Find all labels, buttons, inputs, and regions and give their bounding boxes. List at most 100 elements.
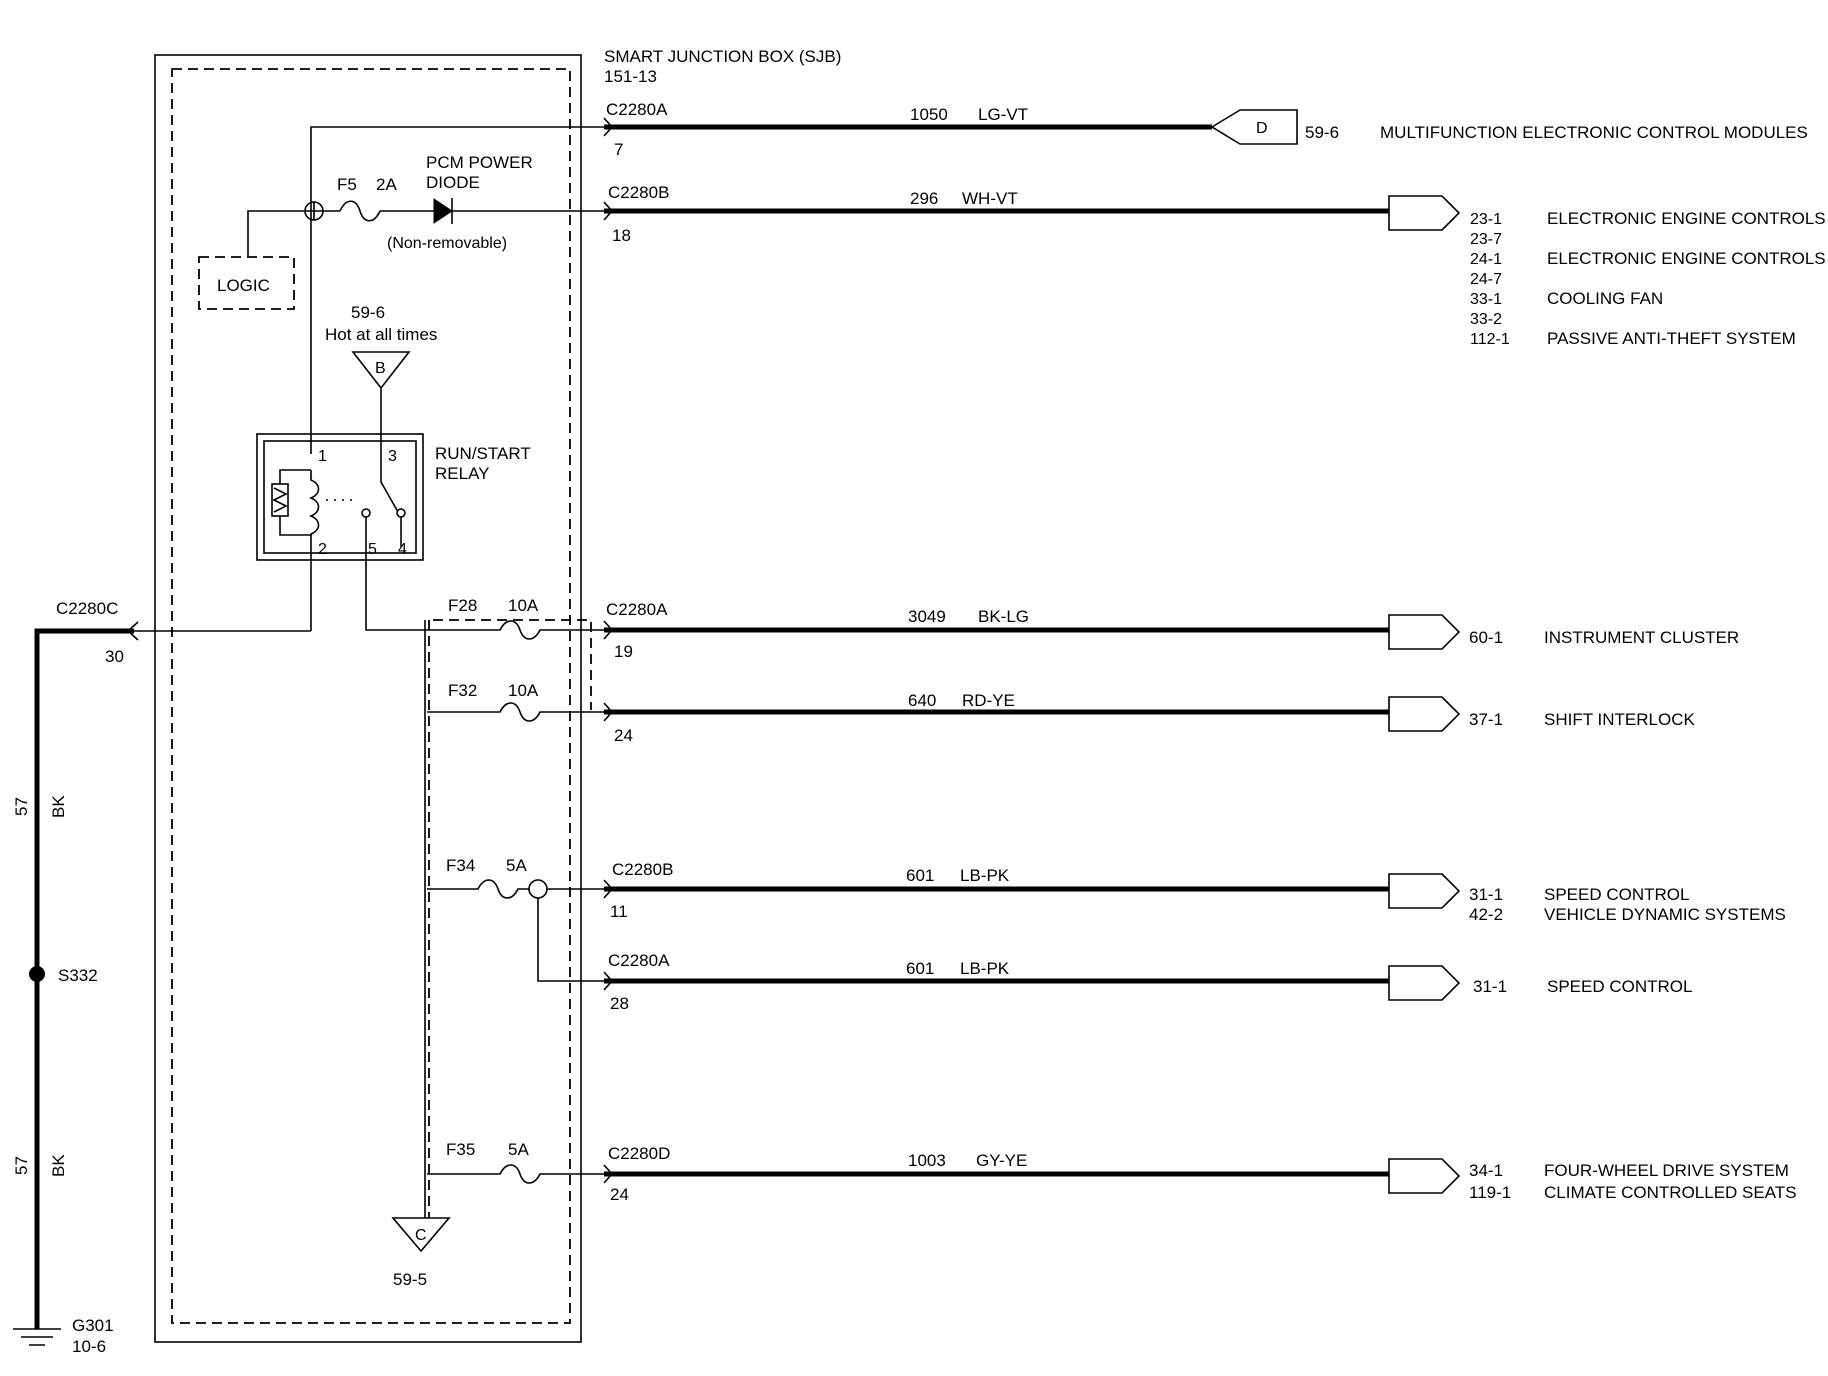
dest-connector-601-b: [1388, 965, 1461, 1001]
connector-arrow-c2280a-28: [603, 971, 614, 991]
relay-pin1-up-wire: [310, 126, 604, 454]
ground-symbol: [13, 1328, 61, 1346]
circuit-1003: 1003: [908, 1151, 946, 1170]
dest-tag-d: [1210, 109, 1298, 145]
dest-ref-112-1: 112-1: [1470, 331, 1510, 348]
ground-color-bk-b: BK: [49, 1154, 68, 1177]
relay-coil-symbol: [308, 470, 320, 547]
relay-contact-5: [361, 508, 371, 518]
circuit-296: 296: [910, 189, 938, 208]
dest-ref-42-2: 42-2: [1469, 905, 1503, 924]
dest-pats: PASSIVE ANTI-THEFT SYSTEM: [1547, 329, 1796, 348]
logic-label: LOGIC: [217, 276, 270, 295]
dest-ref-23-1: 23-1: [1470, 211, 1502, 228]
pcm-diode-symbol: [433, 198, 453, 224]
f28-rating: 10A: [508, 596, 539, 615]
dest-4wd: FOUR-WHEEL DRIVE SYSTEM: [1544, 1161, 1789, 1180]
connector-arrow-c2280b-11: [603, 879, 614, 899]
pin-19: 19: [614, 642, 633, 661]
circuit-601-b: 601: [906, 959, 934, 978]
dest-ref-31-1-b: 31-1: [1473, 977, 1507, 996]
logic-box: [198, 256, 295, 310]
dest-instrument-cluster: INSTRUMENT CLUSTER: [1544, 628, 1739, 647]
f32-id: F32: [448, 681, 477, 700]
conn-c2280a-19: C2280A: [606, 600, 668, 619]
color-lb-pk-a: LB-PK: [960, 866, 1010, 885]
dest-cooling-fan: COOLING FAN: [1547, 289, 1663, 308]
dest-ref-34-1: 34-1: [1469, 1161, 1503, 1180]
dest-ref-33-1: 33-1: [1470, 291, 1502, 308]
f34-branch-wire: [537, 898, 604, 982]
relay-pin-4: 4: [398, 541, 407, 558]
bottom-tag-triangle: [391, 1217, 451, 1253]
dest-ref-60-1: 60-1: [1469, 628, 1503, 647]
f32-fuse-wire: [427, 702, 604, 722]
pin-24-a: 24: [614, 726, 633, 745]
relay-box-outer: [256, 433, 424, 561]
relay-pin5-output-wire: [365, 517, 427, 631]
sjb-outer-box: [154, 54, 582, 1343]
ground-color-bk-a: BK: [49, 795, 68, 818]
ground-ref: 10-6: [72, 1337, 106, 1356]
ground-circuit-57-a: 57: [12, 797, 31, 816]
dest-ref-59-6: 59-6: [1305, 123, 1339, 142]
connector-arrow-c2280a-7: [603, 117, 614, 137]
dest-vehicle-dynamic: VEHICLE DYNAMIC SYSTEMS: [1544, 905, 1786, 924]
circuit-1050: 1050: [910, 105, 948, 124]
sjb-ref: 151-13: [604, 67, 657, 86]
relay-box-inner: [263, 440, 417, 554]
f32-rating: 10A: [508, 681, 539, 700]
dest-tag-d-letter: D: [1256, 120, 1268, 137]
conn-c2280a-28: C2280A: [608, 951, 670, 970]
color-rd-ye: RD-YE: [962, 691, 1015, 710]
conn-c2280b-11: C2280B: [612, 860, 673, 879]
wire-57-bk: [34, 628, 134, 1329]
dest-connector-3049: [1388, 614, 1461, 650]
dest-eec-1: ELECTRONIC ENGINE CONTROLS: [1547, 209, 1826, 228]
connector-arrow-c2280d-24: [603, 1164, 614, 1184]
dest-ref-33-2: 33-2: [1470, 311, 1502, 328]
pin-28: 28: [610, 994, 629, 1013]
logic-feed-wire: [247, 210, 306, 257]
relay-pin-1: 1: [318, 448, 327, 465]
f35-rating: 5A: [508, 1140, 529, 1159]
relay-label-2: RELAY: [435, 464, 490, 483]
hot-ref: 59-6: [351, 303, 385, 322]
connector-arrow-c2280c-30: [126, 621, 139, 641]
hot-tag-triangle: [351, 351, 411, 390]
f28-id: F28: [448, 596, 477, 615]
fuse-bus-dashed-top: [433, 619, 592, 710]
dest-ref-119-1: 119-1: [1469, 1183, 1511, 1202]
f34-junction-circle: [528, 879, 548, 899]
circuit-601-a: 601: [906, 866, 934, 885]
relay-label-1: RUN/START: [435, 444, 531, 463]
relay-pin-2: 2: [318, 541, 327, 558]
dest-ref-24-1: 24-1: [1470, 251, 1502, 268]
color-bk-lg: BK-LG: [978, 607, 1029, 626]
relay-switch-arm: [380, 470, 399, 513]
f28-fuse-wire: [427, 620, 604, 640]
f5-id: F5: [337, 175, 357, 194]
dest-ref-31-1-a: 31-1: [1469, 885, 1503, 904]
dest-climate-seats: CLIMATE CONTROLLED SEATS: [1544, 1183, 1797, 1202]
color-lb-pk-b: LB-PK: [960, 959, 1010, 978]
dest-speed-control-b: SPEED CONTROL: [1547, 977, 1692, 996]
pin-11: 11: [610, 902, 628, 921]
relay-pin-3: 3: [388, 448, 397, 465]
dest-speed-control-a: SPEED CONTROL: [1544, 885, 1689, 904]
color-lg-vt: LG-VT: [978, 105, 1028, 124]
color-wh-vt: WH-VT: [962, 189, 1018, 208]
dest-connector-1003: [1388, 1158, 1461, 1194]
f5-fuse-symbol: [339, 200, 381, 222]
pcm-diode-label-1: PCM POWER: [426, 153, 533, 172]
dest-mecm: MULTIFUNCTION ELECTRONIC CONTROL MODULES: [1380, 123, 1808, 142]
f35-id: F35: [446, 1140, 475, 1159]
conn-c2280b-18: C2280B: [608, 183, 669, 202]
bottom-tag-letter: C: [415, 1227, 427, 1244]
sjb-title: SMART JUNCTION BOX (SJB): [604, 47, 841, 66]
conn-c2280d-24: C2280D: [608, 1144, 670, 1163]
relay-pin-5: 5: [368, 541, 377, 558]
pin-30: 30: [105, 647, 124, 666]
dest-connector-296: [1388, 195, 1461, 231]
